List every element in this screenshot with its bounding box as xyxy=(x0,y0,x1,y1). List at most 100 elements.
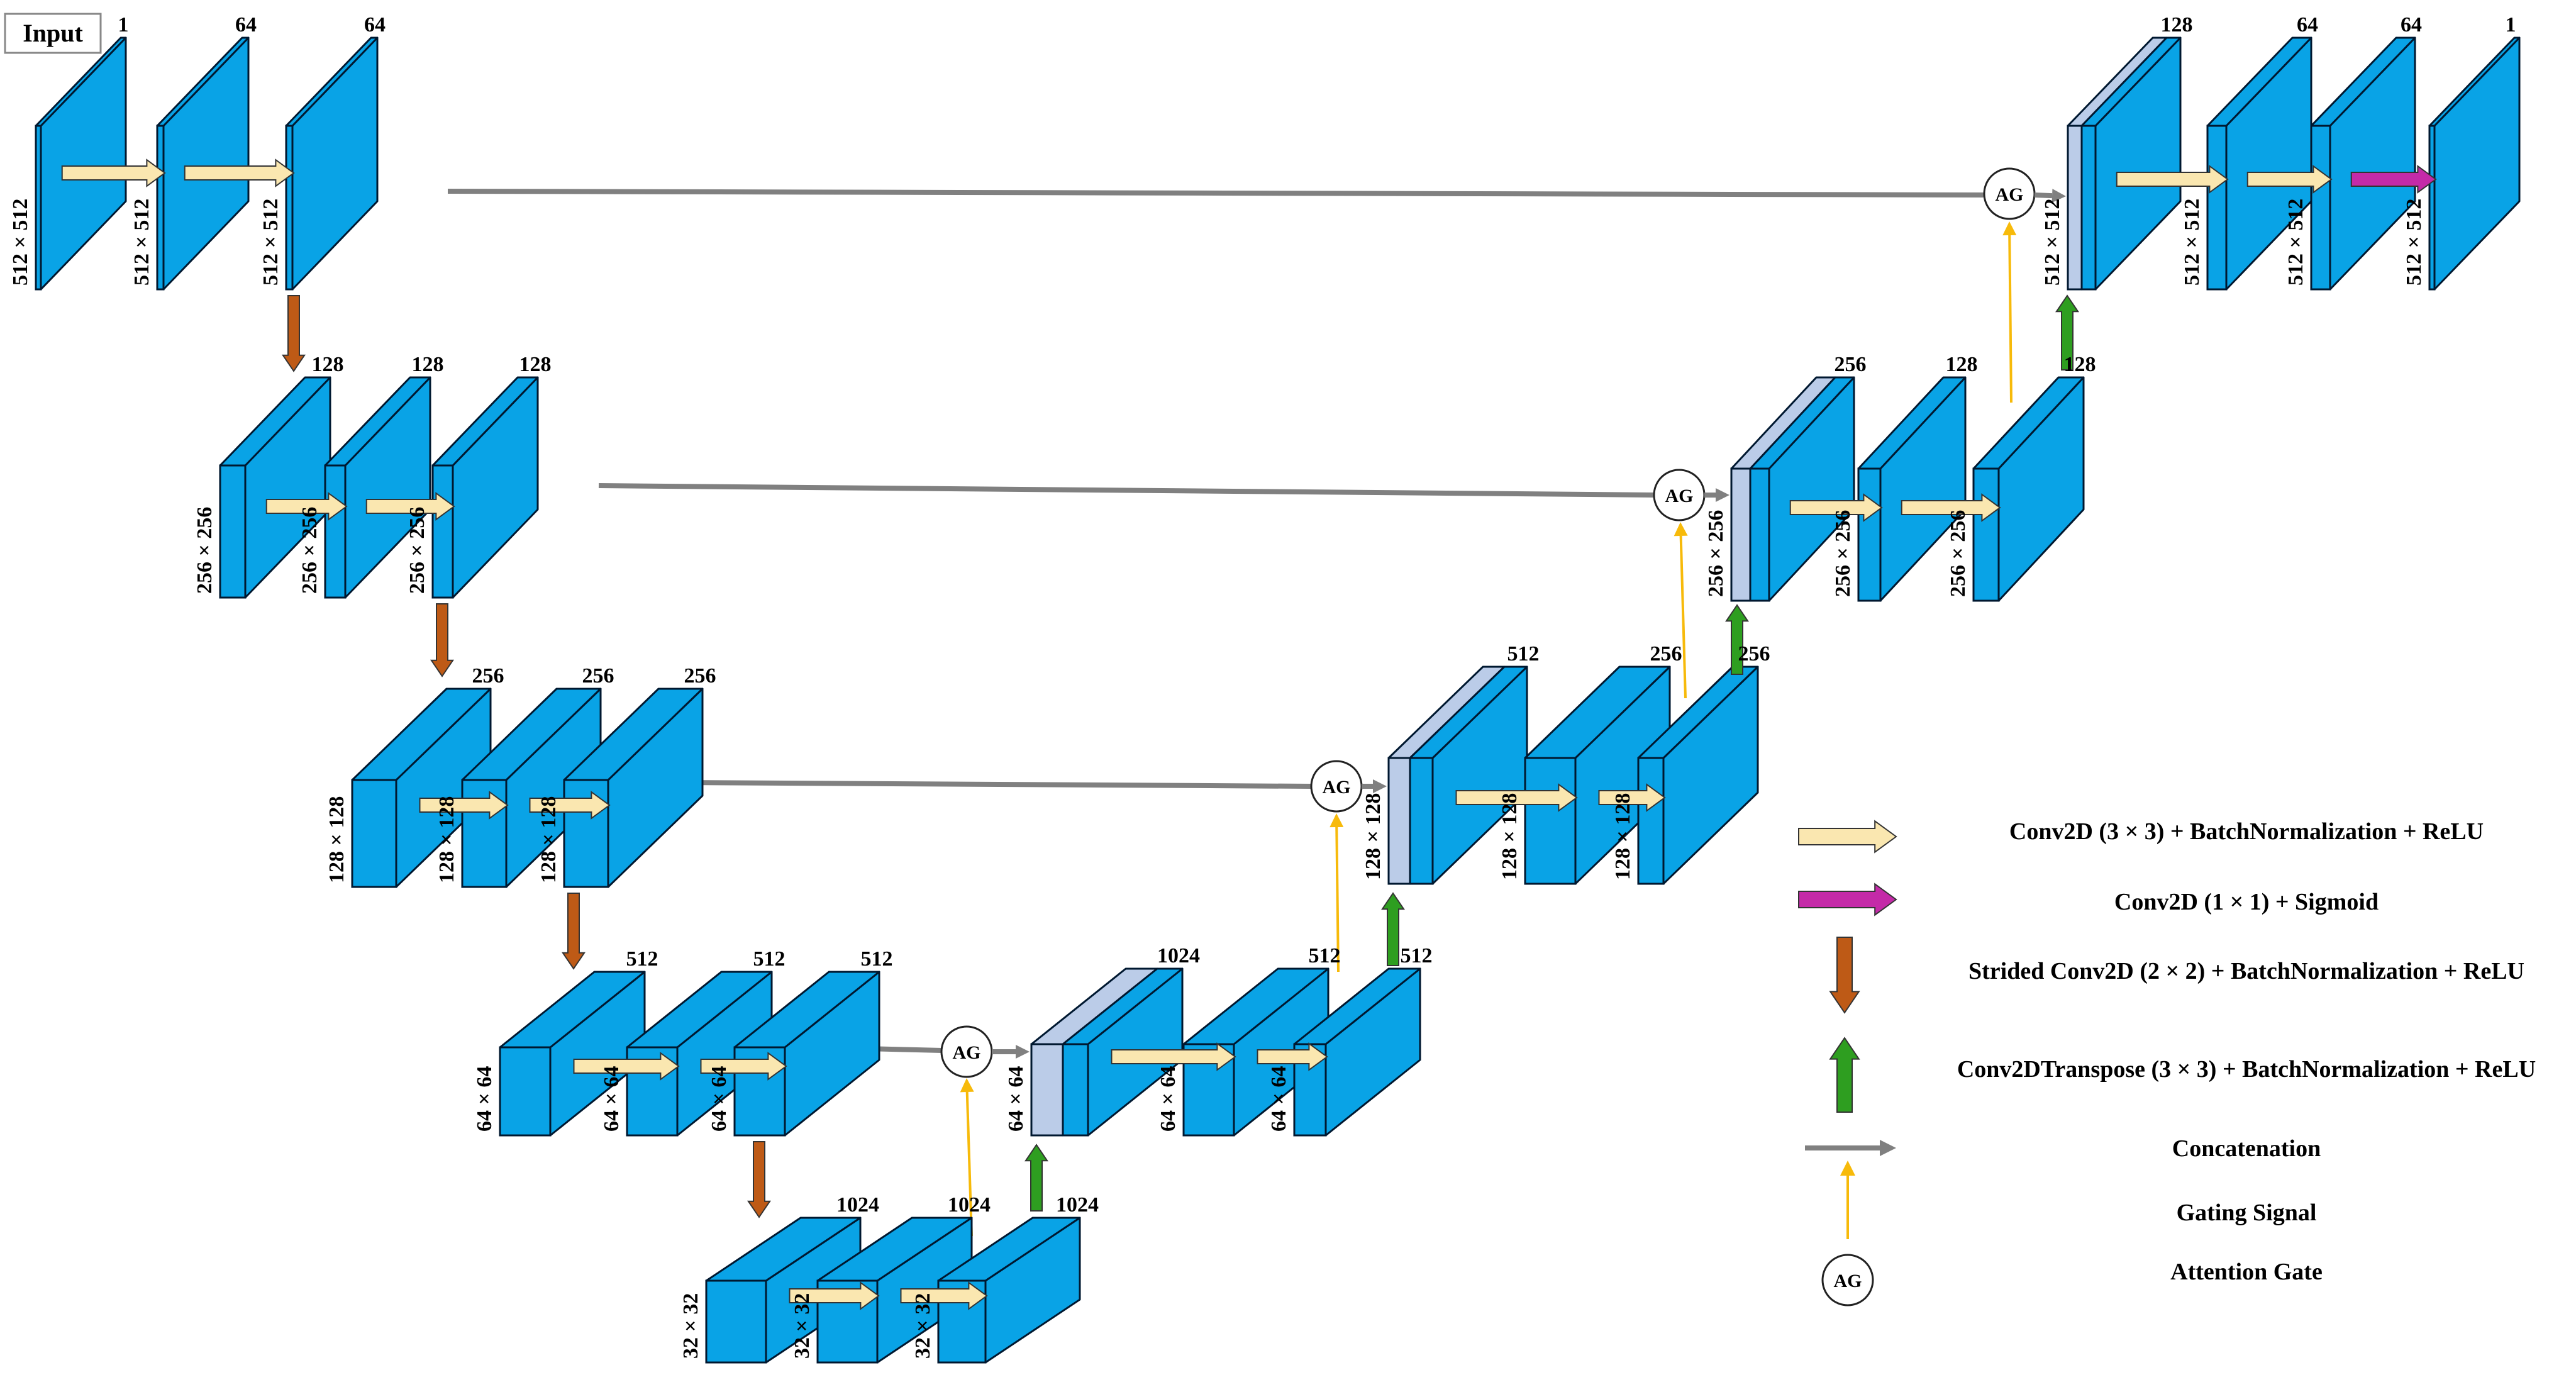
dec-l1-channel-label-1: 1024 xyxy=(1157,944,1200,967)
dec-l4-sigmoid-arrow xyxy=(2350,165,2437,194)
up-arrow-4 xyxy=(2055,294,2079,370)
dec-l3-channel-label-2: 128 xyxy=(1946,353,1978,376)
legend-label-conv1x1: Conv2D (1 × 1) + Sigmoid xyxy=(2114,889,2379,915)
block-layer xyxy=(35,36,2521,1364)
dec-l2-block-2-front xyxy=(1524,757,1577,885)
enc-l1-size-label-2: 512 × 512 xyxy=(130,199,153,286)
enc-l3-conv-arrow-1 xyxy=(419,791,509,820)
attention-gate-4: AG xyxy=(940,1025,993,1078)
concat-arrow-2 xyxy=(1704,488,1729,502)
dec-l1-conv-arrow-1 xyxy=(1111,1042,1236,1071)
enc-l2-channel-label-2: 128 xyxy=(412,353,444,376)
dec-l4-conv-arrow-2 xyxy=(2246,165,2333,194)
dec-l1-channel-label-2: 512 xyxy=(1309,944,1341,967)
dec-l4-channel-label-2: 64 xyxy=(2297,13,2318,36)
dec-l4-size-label-3: 512 × 512 xyxy=(2284,199,2307,286)
concat-arrow-1-head xyxy=(2051,189,2066,203)
enc-l2-channel-label-3: 128 xyxy=(519,353,552,376)
enc-l1-block-3-front xyxy=(285,125,294,291)
enc-l1-block-3 xyxy=(285,36,379,291)
dec-l3-channel-label-1: 256 xyxy=(1835,353,1867,376)
dec-l4-channel-label-3: 64 xyxy=(2401,13,2422,36)
enc-l5-channel-label-2: 1024 xyxy=(948,1193,991,1217)
dec-l3-concat-blue-block-front xyxy=(1749,467,1770,602)
up-arrow-1 xyxy=(1024,1144,1048,1212)
enc-l1-block-2 xyxy=(156,36,250,291)
enc-l3-block-1 xyxy=(351,688,492,888)
dec-l4-block-4 xyxy=(2428,36,2521,291)
enc-l4-channel-label-2: 512 xyxy=(753,947,786,971)
enc-l2-conv-arrow-1 xyxy=(265,492,348,521)
enc-l3-channel-label-1: 256 xyxy=(472,664,504,688)
legend-item-conv3x3: Conv2D (3 × 3) + BatchNormalization + Re… xyxy=(2009,818,2484,845)
legend-gating-icon xyxy=(1840,1161,1855,1239)
enc-l1-size-label-1: 512 × 512 xyxy=(9,199,32,286)
enc-l2-block-1-front xyxy=(219,464,247,599)
concat-arrow-4-head xyxy=(1016,1045,1030,1059)
dec-l2-block-3-front xyxy=(1637,757,1665,885)
dec-l2-size-label-3: 128 × 128 xyxy=(1611,793,1635,880)
enc-l4-conv-arrow-2 xyxy=(700,1052,787,1081)
dec-l3-block-3 xyxy=(1972,376,2085,602)
legend-conv1x1-icon xyxy=(1798,883,1897,916)
legend-conv3x3-icon xyxy=(1798,820,1897,854)
down-arrow-3 xyxy=(562,893,586,970)
legend-ag-icon: AG xyxy=(1821,1254,1874,1306)
legend-item-down: Strided Conv2D (2 × 2) + BatchNormalizat… xyxy=(1968,958,2524,984)
dec-l3-concat-blue-block xyxy=(1749,376,1855,602)
dec-l3-conv-arrow-1 xyxy=(1789,493,1883,522)
dec-l3-channel-label-3: 128 xyxy=(2064,353,2096,376)
gating-signal-4 xyxy=(2002,221,2017,403)
enc-l1-block-1 xyxy=(35,36,127,291)
legend: Conv2D (3 × 3) + BatchNormalization + Re… xyxy=(1798,818,2536,1306)
down-arrow-1 xyxy=(282,295,306,372)
legend-ag-icon-circle xyxy=(1821,1254,1874,1306)
legend-label-ag: Attention Gate xyxy=(2170,1259,2323,1285)
dec-l1-conv-arrow-2 xyxy=(1257,1042,1328,1071)
enc-l4-size-label-3: 64 × 64 xyxy=(708,1066,731,1132)
enc-l1-channel-label-1: 1 xyxy=(118,13,129,36)
up-arrow-3 xyxy=(1725,604,1749,675)
attention-gate-3-label: AG xyxy=(1323,777,1351,798)
enc-l3-size-label-1: 128 × 128 xyxy=(325,796,348,883)
dec-l4-concat-blue-block xyxy=(2080,36,2182,291)
dec-l4-conv-arrow-1 xyxy=(2116,165,2229,194)
dec-l3-block-2-front xyxy=(1857,467,1882,602)
enc-l2-size-label-1: 256 × 256 xyxy=(193,507,216,594)
concat-arrow-4 xyxy=(992,1045,1030,1059)
dec-l3-block-2 xyxy=(1857,376,1967,602)
enc-l4-channel-label-3: 512 xyxy=(861,947,893,971)
enc-l3-block-3 xyxy=(563,688,704,888)
enc-l2-conv-arrow-2 xyxy=(365,492,455,521)
concat-line-2 xyxy=(598,483,1658,498)
dec-l3-block-3-front xyxy=(1972,467,2000,602)
dec-l2-conv-arrow-2 xyxy=(1598,783,1666,812)
dec-l2-concat-blue-block-front xyxy=(1409,757,1434,885)
attention-gate-1: AG xyxy=(1983,167,2036,220)
legend-item-up: Conv2DTranspose (3 × 3) + BatchNormaliza… xyxy=(1957,1056,2536,1083)
input-label: Input xyxy=(23,19,83,47)
dec-l3-size-label-2: 256 × 256 xyxy=(1831,510,1855,597)
dec-l4-channel-label-4: 1 xyxy=(2506,13,2516,36)
gating-signal-2 xyxy=(1330,813,1344,972)
concat-line-1-shaft xyxy=(447,189,1989,198)
dec-l1-concat-blue-block-front xyxy=(1062,1043,1089,1137)
enc-l2-block-3 xyxy=(431,376,539,599)
legend-item-gating: Gating Signal xyxy=(2177,1200,2317,1226)
attention-gate-3: AG xyxy=(1310,760,1363,813)
enc-l1-block-2-front xyxy=(156,125,165,291)
dec-l3-size-label-1: 256 × 256 xyxy=(1704,510,1728,597)
dec-l2-channel-label-2: 256 xyxy=(1650,642,1682,666)
dec-l2-size-label-1: 128 × 128 xyxy=(1362,793,1385,880)
attention-gate-2-label: AG xyxy=(1665,486,1694,506)
gating-signal-4-head xyxy=(2002,221,2017,236)
attention-gate-1-label: AG xyxy=(1996,184,2024,205)
enc-l1-channel-label-3: 64 xyxy=(364,13,386,36)
dec-l1-channel-label-3: 512 xyxy=(1401,944,1433,967)
concat-line-3 xyxy=(680,780,1312,789)
enc-l3-block-3-front xyxy=(563,779,609,888)
dec-l4-block-3 xyxy=(2310,36,2416,291)
enc-l2-size-label-2: 256 × 256 xyxy=(298,507,321,594)
gating-signal-1 xyxy=(960,1078,974,1237)
